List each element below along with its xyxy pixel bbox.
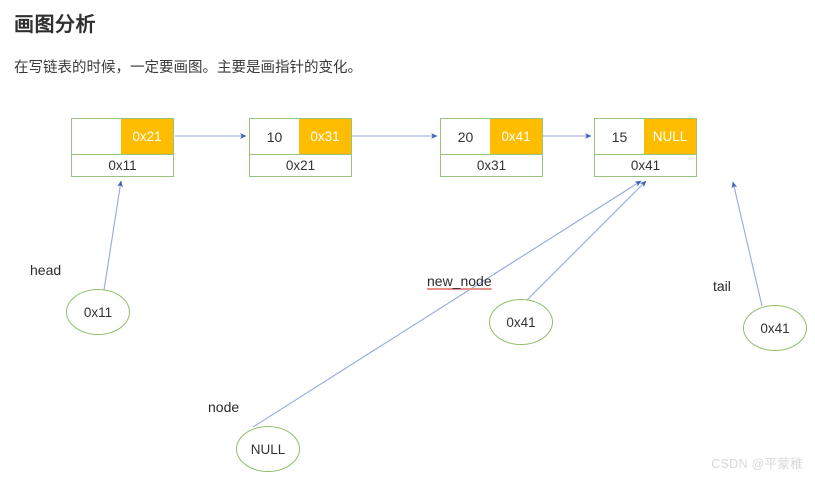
node-data-cell (72, 119, 121, 154)
node-address-label: 0x31 (440, 155, 543, 177)
node-pointer-cell: 0x41 (490, 119, 542, 154)
ellipse-new-node: 0x41 (489, 299, 553, 345)
ellipse-node: NULL (236, 426, 300, 472)
label-head: head (30, 262, 62, 278)
list-node: 10 0x31 0x21 (249, 118, 352, 177)
label-new-node: new_node (427, 273, 492, 289)
node-pointer-cell: 0x21 (121, 119, 173, 154)
node-address-label: 0x11 (71, 155, 174, 177)
node-cells: 0x21 (71, 118, 174, 155)
page-subtitle: 在写链表的时候，一定要画图。主要是画指针的变化。 (14, 60, 362, 76)
node-cells: 15 NULL (594, 118, 697, 155)
arrow-node-to-node4 (252, 180, 642, 428)
list-node: 20 0x41 0x31 (440, 118, 543, 177)
ellipse-tail: 0x41 (743, 305, 807, 351)
arrow-new-node-to-node4 (526, 180, 647, 301)
node-cells: 10 0x31 (249, 118, 352, 155)
arrow-head-to-node1 (103, 180, 123, 291)
node-data-cell: 10 (250, 119, 299, 154)
node-pointer-cell: 0x31 (299, 119, 351, 154)
label-tail: tail (713, 278, 731, 294)
node-pointer-cell: NULL (644, 119, 696, 154)
label-node: node (208, 399, 240, 415)
node-cells: 20 0x41 (440, 118, 543, 155)
csdn-watermark: CSDN @平蒙稚 (711, 457, 803, 471)
arrow-tail-pointer (731, 181, 763, 307)
page-title: 画图分析 (14, 14, 96, 36)
list-node: 15 NULL 0x41 (594, 118, 697, 177)
node-address-label: 0x41 (594, 155, 697, 177)
list-node: 0x21 0x11 (71, 118, 174, 177)
ellipse-head: 0x11 (66, 289, 130, 335)
node-address-label: 0x21 (249, 155, 352, 177)
node-data-cell: 20 (441, 119, 490, 154)
node-data-cell: 15 (595, 119, 644, 154)
